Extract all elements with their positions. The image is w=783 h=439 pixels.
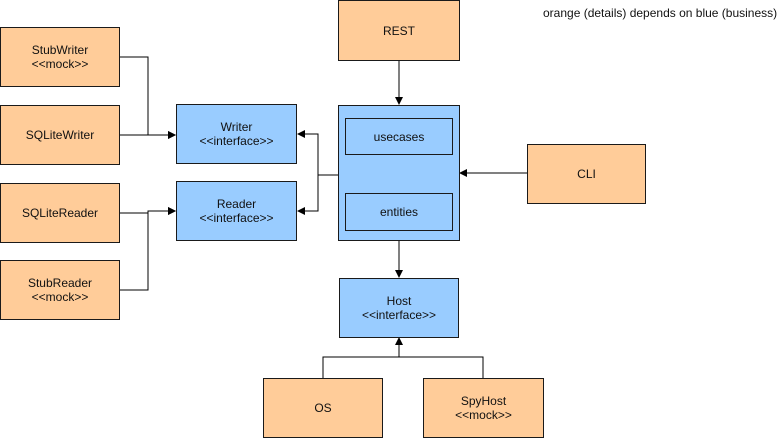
node-host-interface: Host <<interface>>: [339, 278, 459, 338]
host-stereotype: <<interface>>: [361, 308, 437, 322]
edge-stubreader-reader: [120, 207, 176, 291]
node-sqlitereader: SQLiteReader: [0, 183, 120, 243]
sqlitewriter-name: SQLiteWriter: [25, 128, 95, 142]
reader-stereotype: <<interface>>: [199, 211, 274, 225]
writer-name: Writer: [220, 120, 253, 134]
stubreader-name: StubReader: [27, 276, 93, 290]
node-spyhost: SpyHost <<mock>>: [423, 378, 544, 438]
node-entities: entities: [345, 193, 453, 231]
stubwriter-name: StubWriter: [31, 43, 89, 57]
node-stubreader: StubReader <<mock>>: [0, 260, 120, 320]
stubreader-stereotype: <<mock>>: [31, 290, 89, 304]
writer-stereotype: <<interface>>: [199, 134, 274, 148]
node-reader-interface: Reader <<interface>>: [176, 181, 297, 241]
rest-name: REST: [382, 23, 415, 38]
legend-text: orange (details) depends on blue (busine…: [543, 6, 778, 20]
spyhost-stereotype: <<mock>>: [455, 408, 512, 422]
edge-core-writer: [297, 130, 338, 176]
spyhost-name: SpyHost: [460, 394, 507, 408]
node-stubwriter: StubWriter <<mock>>: [0, 27, 120, 87]
reader-name: Reader: [216, 197, 257, 211]
edge-spyhost-host: [399, 356, 484, 378]
cli-name: CLI: [577, 167, 596, 181]
usecases-name: usecases: [373, 129, 425, 144]
host-name: Host: [386, 294, 412, 308]
node-rest: REST: [338, 0, 460, 61]
edge-core-reader: [297, 175, 319, 215]
edge-stubwriter-writer: [120, 56, 176, 139]
sqlitereader-name: SQLiteReader: [21, 206, 99, 220]
entities-name: entities: [379, 205, 419, 219]
node-sqlitewriter: SQLiteWriter: [0, 105, 120, 165]
node-os: OS: [263, 378, 383, 438]
node-writer-interface: Writer <<interface>>: [176, 104, 297, 164]
os-name: OS: [314, 401, 332, 415]
node-cli: CLI: [527, 144, 646, 204]
edge-os-host: [322, 337, 403, 378]
node-usecases: usecases: [345, 118, 453, 155]
stubwriter-stereotype: <<mock>>: [31, 57, 89, 71]
